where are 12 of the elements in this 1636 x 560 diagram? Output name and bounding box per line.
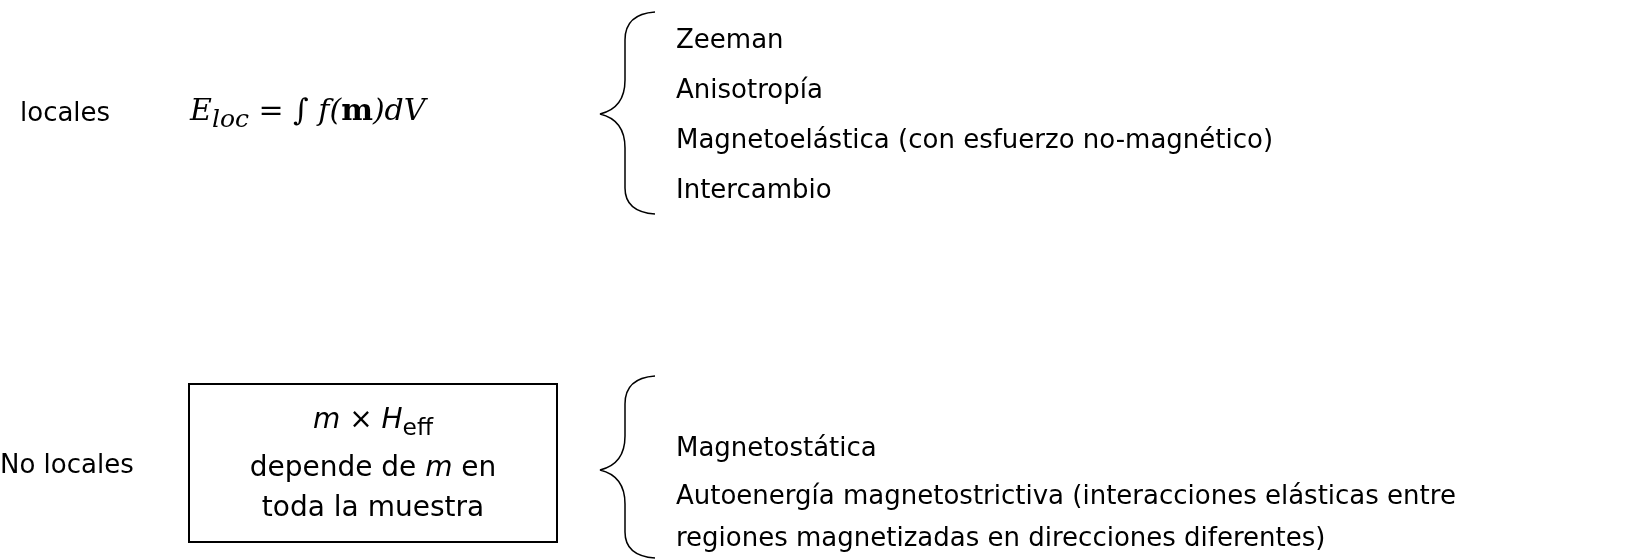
list-item: Autoenergía magnetostrictiva (interacciones elásticas entre regiones magnetizadas en direcciones diferentes) — [676, 479, 1457, 554]
box-text: depende de m en toda la muestra — [248, 448, 498, 525]
formula: E$_{loc}$ = ∫ f(m)dV — [190, 93, 426, 135]
formula-box — [188, 383, 558, 543]
row-label: locales — [20, 96, 111, 129]
list-item: Magnetoelástica (con esfuerzo no-magnético) — [676, 123, 1274, 156]
formula: m × H$_{eff}$ — [312, 401, 433, 443]
list-item: Zeeman — [676, 23, 784, 56]
list-item: Anisotropía — [676, 73, 823, 106]
list-item: Intercambio — [676, 173, 832, 206]
row-label: No locales — [0, 448, 134, 481]
list-item: Magnetostática — [676, 431, 877, 464]
